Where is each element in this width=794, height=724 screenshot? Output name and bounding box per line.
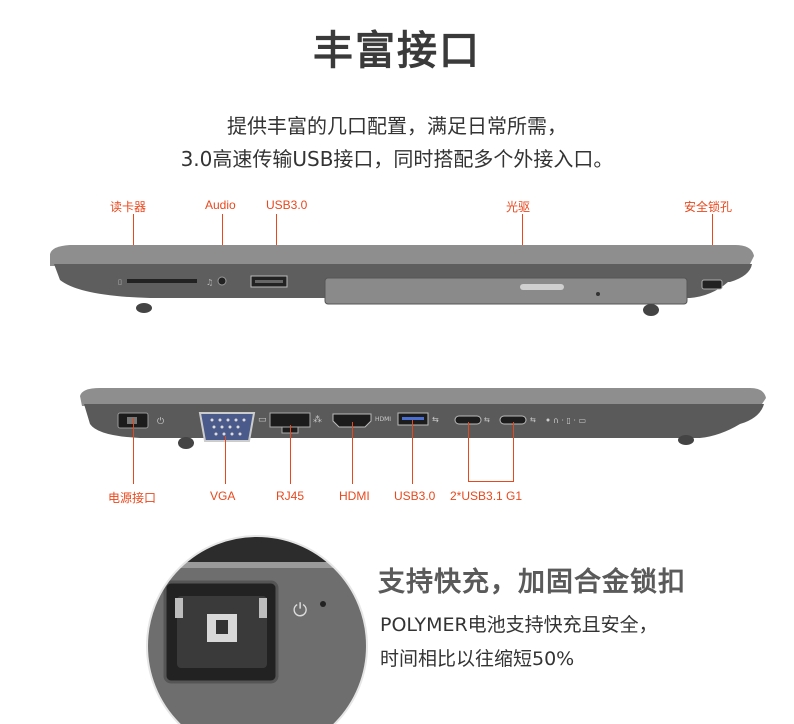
closeup-seam (147, 562, 367, 568)
label-power: 电源接口 (108, 491, 157, 505)
label-hdmi: HDMI (339, 489, 370, 503)
leader-usb31-a (468, 422, 469, 482)
card-reader-slot (127, 279, 197, 283)
closeup-power-icon: ⏻ (293, 600, 307, 621)
foot-left (136, 303, 152, 313)
leader-usb31-b (513, 422, 514, 482)
drive-pinhole (596, 292, 600, 296)
power-plug-icon: ⏻ (157, 416, 164, 427)
laptop-lid-2 (80, 388, 766, 406)
label-usb30-left: USB3.0 (394, 489, 436, 503)
label-rj45: RJ45 (276, 489, 305, 503)
page-title: 丰富接口 (313, 28, 481, 74)
audio-jack (217, 276, 227, 286)
label-usb30-right: USB3.0 (266, 198, 308, 212)
optical-drive-eject-button (520, 284, 564, 290)
usb-icon-2: ⇆ (484, 416, 490, 424)
closeup-contact-right (259, 598, 267, 618)
closeup-led (320, 601, 326, 607)
power-port-pin (127, 417, 137, 424)
power-port-closeup: ⏻ (146, 535, 368, 724)
closeup-ring (146, 535, 368, 724)
laptop-right-side-view: ▯ ♫ (50, 245, 754, 316)
usb30-port-tongue (402, 417, 424, 420)
feature-heading: 支持快充，加固合金锁扣 (378, 567, 686, 598)
foot-right-2 (678, 435, 694, 445)
closeup-lid-edge (147, 536, 367, 564)
label-optical-drive: 光驱 (506, 200, 531, 214)
label-usb31: 2*USB3.1 G1 (450, 489, 523, 503)
label-audio: Audio (205, 198, 236, 212)
status-icons: ∩ · ▯ · ▭ (553, 416, 586, 425)
feature-line-1: POLYMER电池支持快充且安全， (380, 614, 658, 636)
closeup-contact-left (175, 598, 183, 618)
usb-icon: ⇆ (432, 415, 439, 424)
subtitle-line-1: 提供丰富的几口配置，满足日常所需， (227, 114, 567, 138)
label-security-lock: 安全锁孔 (684, 200, 733, 214)
leader-vga (225, 436, 226, 484)
laptop-left-side-view: ⏻ ▭ ⁂ HDMI ⇆ ⇆ ⇆ ∩ · ▯ · ▭ (80, 388, 766, 449)
card-icon: ▯ (118, 278, 122, 286)
leader-power (133, 418, 134, 484)
foot-right (643, 304, 659, 316)
label-vga: VGA (210, 489, 236, 503)
vga-port (198, 412, 256, 442)
leader-rj45 (290, 425, 291, 484)
security-lock-slot (701, 279, 723, 290)
indicator-light-1 (546, 418, 550, 422)
monitor-icon: ▭ (258, 415, 267, 425)
headphone-icon: ♫ (206, 278, 213, 287)
foot-left-2 (178, 437, 194, 449)
leader-hdmi (352, 422, 353, 484)
network-icon: ⁂ (313, 414, 322, 425)
laptop-lid (50, 245, 754, 266)
usb-port-tongue (255, 280, 283, 283)
vga-pins (210, 418, 246, 436)
leader-usb30-left (412, 420, 413, 484)
subtitle-line-2: 3.0高速传输USB接口，同时搭配多个外接入口。 (180, 147, 614, 171)
leader-usb31-join (468, 481, 514, 482)
usb-icon-3: ⇆ (530, 416, 536, 424)
optical-drive-tray (324, 277, 688, 305)
hdmi-port (332, 413, 372, 428)
label-card-reader: 读卡器 (110, 200, 147, 214)
closeup-pin-hole (216, 620, 228, 634)
feature-line-2: 时间相比以往缩短50% (380, 648, 575, 670)
hdmi-port-marking: HDMI (375, 416, 391, 423)
